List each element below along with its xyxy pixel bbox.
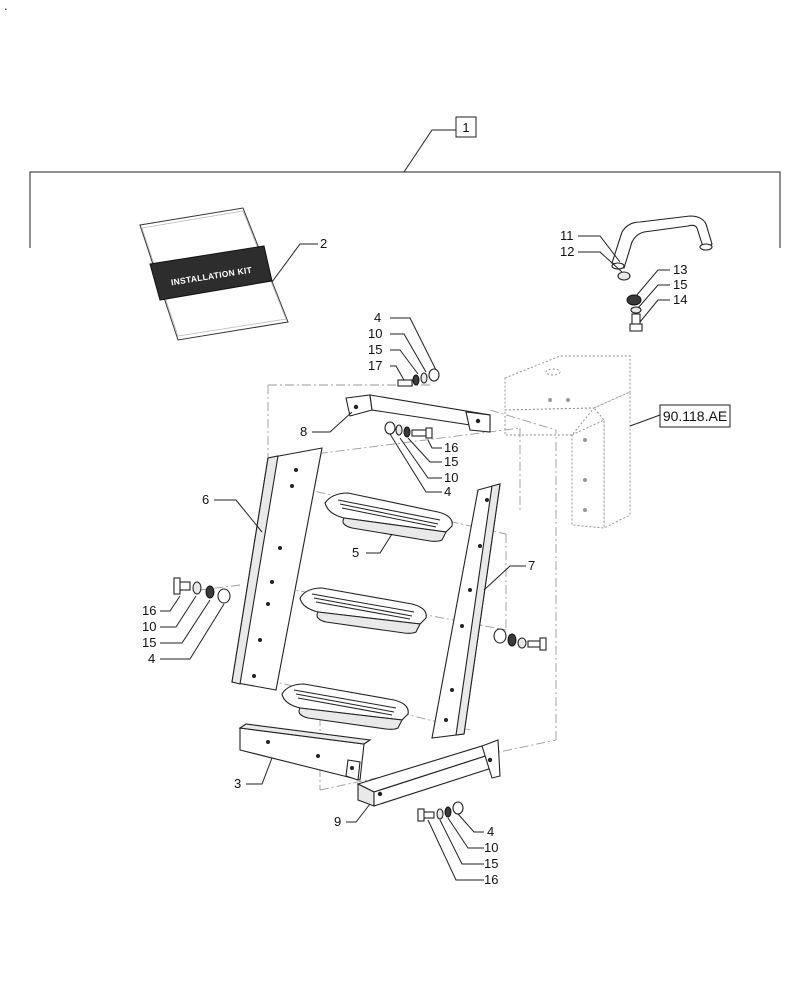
callout-4-top[interactable]: 4 <box>374 310 381 325</box>
callout-4-bottom[interactable]: 4 <box>487 824 494 839</box>
washer-12 <box>617 271 631 281</box>
callout-15-bottom[interactable]: 15 <box>484 856 498 871</box>
callout-15-top[interactable]: 15 <box>368 342 382 357</box>
callout-15-handle[interactable]: 15 <box>673 277 687 292</box>
machine-frame-reference <box>504 355 631 529</box>
callout-5[interactable]: 5 <box>352 545 359 560</box>
reference-box[interactable]: 90.118.AE <box>659 404 731 428</box>
callout-1[interactable]: 1 <box>455 116 477 138</box>
callout-16-mid[interactable]: 16 <box>444 440 458 455</box>
top-bracket[interactable] <box>345 394 491 433</box>
svg-text:90.118.AE: 90.118.AE <box>663 408 727 424</box>
callout-16-bottom[interactable]: 16 <box>484 872 498 887</box>
step-tread-top[interactable] <box>324 492 453 542</box>
assembly-bracket <box>29 129 781 248</box>
fastener-stack-top <box>397 368 440 387</box>
bolt-14 <box>629 313 643 332</box>
callout-4-left[interactable]: 4 <box>148 651 155 666</box>
fastener-stack-right <box>493 628 547 651</box>
step-tread-bottom[interactable] <box>281 683 409 730</box>
callout-10-bottom[interactable]: 10 <box>484 840 498 855</box>
fastener-stack-left <box>173 577 231 604</box>
corner-mark: . <box>4 0 8 13</box>
callout-8[interactable]: 8 <box>300 424 307 439</box>
grab-handle[interactable] <box>611 215 713 270</box>
left-stringer[interactable] <box>231 447 323 691</box>
step-tread-middle[interactable] <box>299 587 427 634</box>
washer-13 <box>626 294 642 306</box>
callout-10-mid[interactable]: 10 <box>444 470 458 485</box>
callout-12[interactable]: 12 <box>560 244 574 259</box>
callout-2[interactable]: 2 <box>320 236 327 251</box>
callout-16-left[interactable]: 16 <box>142 603 156 618</box>
callout-10-left[interactable]: 10 <box>142 619 156 634</box>
callout-9[interactable]: 9 <box>334 814 341 829</box>
bottom-rail[interactable] <box>238 723 372 781</box>
installation-kit-booklet[interactable]: INSTALLATION KIT <box>139 207 289 341</box>
callout-15-left[interactable]: 15 <box>142 635 156 650</box>
lower-mount-bracket[interactable] <box>356 739 501 807</box>
svg-text:1: 1 <box>462 120 469 135</box>
callout-4-mid[interactable]: 4 <box>444 484 451 499</box>
callout-14[interactable]: 14 <box>673 292 687 307</box>
callout-13[interactable]: 13 <box>673 262 687 277</box>
callout-11[interactable]: 11 <box>560 228 574 243</box>
fastener-stack-bottom <box>417 801 464 822</box>
right-stringer[interactable] <box>431 483 501 739</box>
fastener-stack-mid <box>384 421 433 439</box>
callout-3[interactable]: 3 <box>234 776 241 791</box>
washer-15 <box>630 306 642 314</box>
callout-6[interactable]: 6 <box>202 492 209 507</box>
callout-10-top[interactable]: 10 <box>368 326 382 341</box>
callout-15-mid[interactable]: 15 <box>444 454 458 469</box>
callout-17[interactable]: 17 <box>368 358 382 373</box>
callout-7[interactable]: 7 <box>528 558 535 573</box>
